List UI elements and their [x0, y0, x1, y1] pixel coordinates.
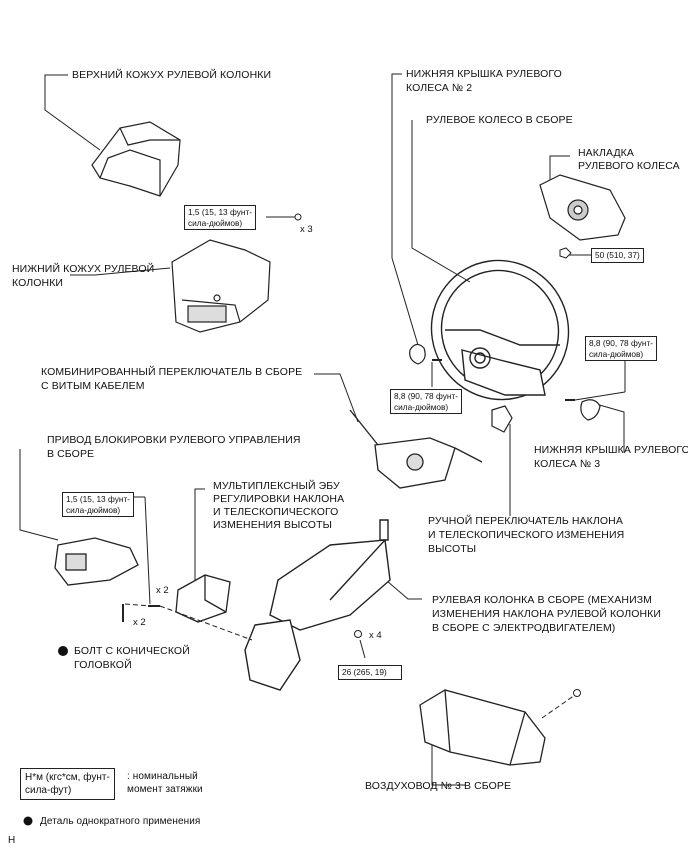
- steering-wheel-drawing: [430, 259, 570, 401]
- lock-actuator-drawing: [54, 537, 139, 586]
- torque-box-lower-cover: 1,5 (15, 13 фунт- сила-дюймов): [184, 205, 257, 230]
- legend-torque-line2: момент затяжки: [127, 784, 203, 795]
- torque-box-line: сила-дюймов): [66, 504, 121, 515]
- label-steering-wheel: РУЛЕВОЕ КОЛЕСО В СБОРЕ: [426, 114, 573, 126]
- multiplier-lock-bolt: x 2: [133, 617, 146, 628]
- label-lock-actuator-line2: В СБОРЕ: [47, 448, 95, 460]
- label-lower-cover-line2: КОЛОНКИ: [12, 277, 64, 289]
- label-tilt-switch-line1: РУЧНОЙ ПЕРЕКЛЮЧАТЕЛЬ НАКЛОНА: [428, 515, 623, 527]
- leader-upper-cover: [44, 74, 101, 151]
- multiplier-column: x 4: [369, 630, 382, 641]
- label-ecu-line2: РЕГУЛИРОВКИ НАКЛОНА: [213, 493, 345, 505]
- torque-box-line: 1,5 (15, 13 фунт-: [188, 207, 253, 217]
- leader-ecu: [194, 488, 205, 582]
- torque-box-line: сила-дюймов): [589, 348, 644, 359]
- torque-box-line: сила-дюймов): [394, 401, 449, 412]
- label-wheel-pad-line2: РУЛЕВОГО КОЛЕСА: [578, 160, 680, 172]
- label-lock-actuator-line1: ПРИВОД БЛОКИРОВКИ РУЛЕВОГО УПРАВЛЕНИЯ: [47, 434, 301, 446]
- leader-steering-wheel: [411, 120, 471, 283]
- label-column-line1: РУЛЕВАЯ КОЛОНКА В СБОРЕ (МЕХАНИЗМ: [432, 594, 653, 606]
- label-wheel-cover2-line1: НИЖНЯЯ КРЫШКА РУЛЕВОГО: [406, 68, 562, 80]
- label-column-line3: В СБОРЕ С ЭЛЕКТРОДВИГАТЕЛЕМ): [432, 622, 616, 634]
- legend-one-time-text: Деталь однократного применения: [40, 816, 201, 827]
- label-lower-cover-line1: НИЖНИЙ КОЖУХ РУЛЕВОЙ: [12, 263, 155, 275]
- torque-box-line: сила-дюймов): [188, 217, 243, 228]
- label-wheel-cover3-line1: НИЖНЯЯ КРЫШКА РУЛЕВОГО: [534, 444, 688, 456]
- leader-wheel-pad: [549, 155, 570, 190]
- upper-cover-drawing: [91, 121, 181, 197]
- label-tapered-bolt-line2: ГОЛОВКОЙ: [74, 659, 132, 671]
- label-wheel-cover3-line2: КОЛЕСА № 3: [534, 458, 601, 470]
- torque-box-wheel-cover3: 8,8 (90, 78 фунт- сила-дюймов): [585, 336, 658, 361]
- one-time-use-marker: [58, 646, 68, 656]
- label-tapered-bolt-line1: БОЛТ С КОНИЧЕСКОЙ: [74, 645, 190, 657]
- label-column-line2: ИЗМЕНЕНИЯ НАКЛОНА РУЛЕВОЙ КОЛОНКИ: [432, 608, 662, 620]
- leader-air-duct: [431, 735, 465, 786]
- torque-box-line: 50 (510, 37): [595, 250, 640, 260]
- leader-column: [379, 574, 422, 600]
- torque-box-line: 1,5 (15, 13 фунт-: [66, 494, 131, 504]
- label-wheel-pad-line1: НАКЛАДКА: [578, 147, 634, 159]
- leader-wheel-cover2: [391, 73, 419, 346]
- label-tilt-switch-line3: ВЫСОТЫ: [428, 543, 477, 555]
- multiplier-lower-cover: x 3: [300, 224, 313, 235]
- combo-switch-drawing: [349, 409, 483, 489]
- torque-box-wheel-cover2: 8,8 (90, 78 фунт- сила-дюймов): [390, 389, 463, 414]
- torque-box-line: 8,8 (90, 78 фунт-: [589, 338, 654, 348]
- label-combo-switch-line2: С ВИТЫМ КАБЕЛЕМ: [41, 380, 145, 392]
- label-wheel-cover2-line2: КОЛЕСА № 2: [406, 82, 473, 94]
- steering-column-drawing: [244, 519, 391, 691]
- label-ecu-line3: И ТЕЛЕСКОПИЧЕСКОГО: [213, 506, 339, 518]
- label-combo-switch-line1: КОМБИНИРОВАННЫЙ ПЕРЕКЛЮЧАТЕЛЬ В СБОРЕ: [41, 366, 303, 378]
- legend-unit-line: сила-фут): [25, 785, 72, 796]
- wheel-pad-drawing: [539, 174, 626, 241]
- label-upper-cover: ВЕРХНИЙ КОЖУХ РУЛЕВОЙ КОЛОНКИ: [72, 69, 272, 81]
- legend-unit-line: Н*м (кгс*см, фунт-: [25, 772, 110, 783]
- legend-one-time-marker: [23, 816, 33, 826]
- label-ecu-line1: МУЛЬТИПЛЕКСНЫЙ ЭБУ: [213, 480, 340, 492]
- label-tilt-switch-line2: И ТЕЛЕСКОПИЧЕСКОГО ИЗМЕНЕНИЯ: [428, 529, 625, 541]
- leader-wheel-cover3: [595, 403, 625, 452]
- multiplier-ecu: x 2: [156, 585, 169, 596]
- leader-lock-actuator: [19, 449, 59, 541]
- torque-box-wheel-nut: 50 (510, 37): [591, 248, 644, 263]
- label-ecu-line4: ИЗМЕНЕНИЯ ВЫСОТЫ: [213, 519, 332, 531]
- torque-box-ecu: 1,5 (15, 13 фунт- сила-дюймов): [62, 492, 135, 517]
- air-duct-drawing: [419, 689, 546, 766]
- label-air-duct: ВОЗДУХОВОД № 3 В СБОРЕ: [365, 780, 512, 792]
- legend-unit-box: Н*м (кгс*см, фунт- сила-фут): [20, 768, 115, 800]
- leader-lower-cover: [70, 267, 171, 276]
- lower-cover-drawing: [171, 239, 271, 333]
- torque-box-line: 8,8 (90, 78 фунт-: [394, 391, 459, 401]
- torque-box-line: 26 (265, 19): [342, 667, 387, 677]
- tilt-switch-drawing: [491, 405, 513, 433]
- legend-torque-line1: : номинальный: [127, 771, 198, 782]
- footer-code: H: [8, 835, 16, 846]
- leader-combo-switch: [314, 373, 359, 423]
- torque-box-column: 26 (265, 19): [338, 665, 402, 680]
